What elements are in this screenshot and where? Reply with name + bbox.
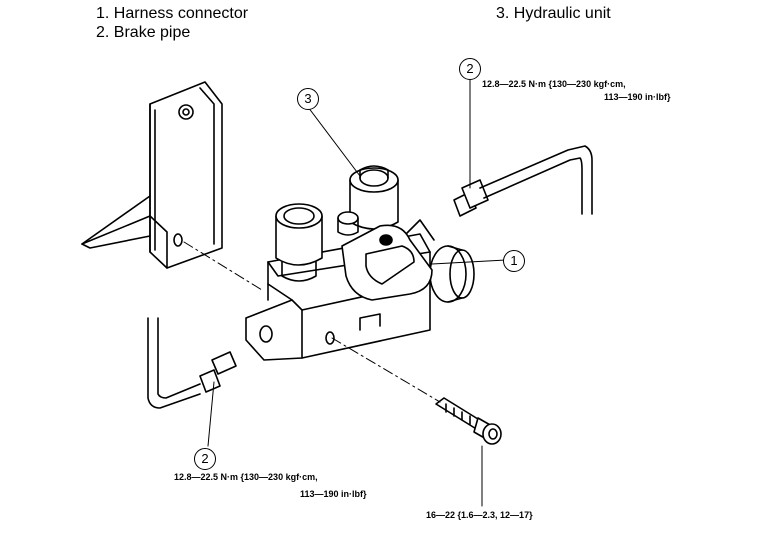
mounting-bracket <box>81 81 223 269</box>
callout-hydraulic-unit: 3 <box>297 88 319 110</box>
torque-spec-bottom-pipe-line2: 113—190 in·lbf} <box>300 489 367 499</box>
torque-spec-bottom-pipe-line1: 12.8—22.5 N·m {130—230 kgf·cm, <box>174 472 318 482</box>
torque-spec-top-pipe-line2: 113—190 in·lbf} <box>604 92 671 102</box>
hydraulic-unit-body <box>245 219 475 361</box>
torque-spec-top-pipe-line1: 12.8—22.5 N·m {130—230 kgf·cm, <box>482 79 626 89</box>
alignment-lines <box>183 241 441 403</box>
mounting-bolt <box>435 397 502 445</box>
callout-brake-pipe-top: 2 <box>459 58 481 80</box>
legend-item-harness-connector: 1. Harness connector <box>96 5 249 22</box>
legend-item-hydraulic-unit: 3. Hydraulic unit <box>496 5 611 22</box>
callout-brake-pipe-bottom: 2 <box>194 448 216 470</box>
brake-pipe-bottom <box>147 317 237 409</box>
harness-connector-shape <box>341 224 433 301</box>
callout-harness-connector: 1 <box>503 250 525 272</box>
brake-pipe-top <box>453 145 593 217</box>
legend-item-brake-pipe: 2. Brake pipe <box>96 24 191 41</box>
torque-spec-bolt: 16—22 {1.6—2.3, 12—17} <box>426 510 533 520</box>
